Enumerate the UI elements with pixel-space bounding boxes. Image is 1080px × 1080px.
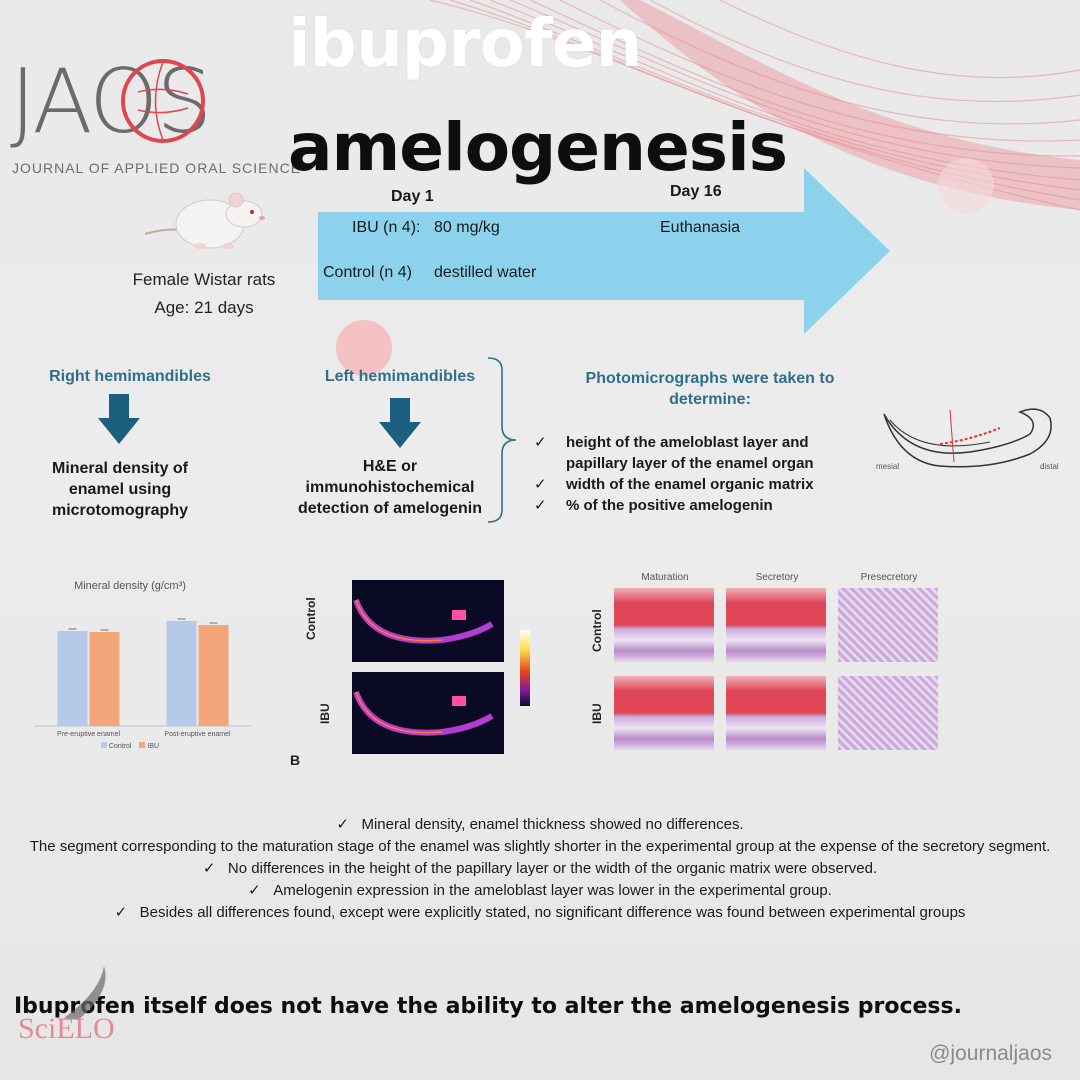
day-1-label: Day 1 — [391, 188, 434, 205]
bar-ibu-0 — [89, 632, 120, 726]
left-hemimandibles-heading: Left hemimandibles — [324, 368, 476, 385]
bar-control-0 — [57, 631, 88, 726]
legend-swatch-control — [100, 742, 107, 748]
logo-subtitle: JOURNAL OF APPLIED ORAL SCIENCE — [12, 160, 302, 176]
conclusion-text: Ibuprofen itself does not have the abili… — [14, 994, 962, 1019]
right-method-text: Mineral density of enamel using microtom… — [51, 460, 189, 519]
rat-icon — [144, 192, 265, 249]
histology-tile — [838, 588, 938, 662]
protocol-arrow — [318, 212, 806, 300]
summary-item: The segment corresponding to the maturat… — [29, 838, 1051, 855]
histology-tile — [726, 588, 826, 662]
hemimandible-diagram — [883, 408, 1052, 468]
histology-col-secretory: Secretory — [755, 572, 799, 583]
measurement-list: ✓height of the ameloblast layer and papi… — [534, 432, 874, 516]
chart-plot: Pre-eruptive enamel Post-eruptive enamel — [34, 618, 252, 738]
microtomography-control-image — [352, 580, 504, 662]
histology-row-label-control: Control — [590, 609, 604, 652]
chart-title: Mineral density (g/cm³) — [74, 580, 186, 592]
protocol-arrow-head — [804, 168, 890, 334]
micro-row-label-ibu: IBU — [318, 703, 332, 724]
left-method-text: H&E or immunohistochemical detection of … — [297, 458, 482, 517]
scielo-logo: SciELO — [18, 1012, 115, 1045]
histology-col-presecretory: Presecretory — [860, 572, 918, 583]
decorative-circle — [938, 158, 994, 214]
histology-tile — [726, 676, 826, 750]
curly-brace — [487, 357, 517, 523]
down-arrow-icon — [379, 398, 421, 448]
scielo-swoosh — [64, 966, 106, 1020]
down-arrow-icon — [98, 394, 140, 444]
photomicrograph-heading: Photomicrographs were taken to determine… — [585, 370, 835, 408]
histology-row-label-ibu: IBU — [590, 703, 604, 724]
ibu-dose: 80 mg/kg — [434, 219, 500, 236]
legend-swatch-ibu — [139, 742, 146, 748]
chart-legend: Control IBU — [4, 742, 256, 750]
title-line-1: ibuprofen — [288, 5, 642, 82]
subject-species: Female Wistar rats — [132, 270, 276, 289]
globe-icon — [121, 59, 205, 143]
micro-row-label-control: Control — [304, 597, 318, 640]
mineral-density-chart: Mineral density (g/cm³) Pre-eruptive ena… — [4, 570, 256, 760]
day-16-label: Day 16 — [670, 183, 722, 200]
list-item: ✓height of the ameloblast layer and — [534, 434, 809, 451]
list-item: ✓width of the enamel organic matrix — [534, 476, 814, 493]
histology-col-maturation: Maturation — [641, 572, 689, 583]
control-group-label: Control (n 4) — [323, 264, 412, 281]
summary-item: ✓ Besides all differences found, except … — [114, 904, 966, 921]
legend-label-ibu: IBU — [147, 743, 160, 750]
social-handle[interactable]: @journaljaos — [929, 1042, 1052, 1065]
bar-ibu-1 — [198, 625, 229, 726]
ibu-group-label: IBU (n 4): — [352, 219, 421, 236]
jaos-logo: JAOS — [10, 50, 212, 153]
endpoint-label: Euthanasia — [660, 219, 741, 236]
histology-image-grid — [614, 588, 944, 750]
summary-item: ✓ Amelogenin expression in the ameloblas… — [248, 882, 832, 899]
decorative-circle — [336, 320, 392, 376]
panel-label: B — [290, 752, 301, 768]
distal-label: distal — [1040, 462, 1059, 471]
x-tick-label: Pre-eruptive enamel — [57, 731, 120, 738]
results-summary: ✓ Mineral density, enamel thickness show… — [10, 814, 1070, 924]
control-treatment: destilled water — [434, 264, 537, 281]
bar-control-1 — [166, 621, 197, 726]
list-item: ✓% of the positive amelogenin — [534, 497, 773, 514]
mesial-label: mesial — [876, 462, 900, 471]
legend-label-control: Control — [108, 743, 132, 750]
title-line-2: amelogenesis — [288, 109, 788, 186]
right-hemimandibles-heading: Right hemimandibles — [49, 368, 211, 385]
intensity-colorbar — [520, 630, 530, 706]
summary-item: ✓ No differences in the height of the pa… — [202, 860, 878, 877]
microtomography-ibu-image — [352, 672, 504, 754]
decorative-ribbon — [429, 0, 1080, 211]
x-tick-label: Post-eruptive enamel — [164, 731, 231, 738]
histology-tile — [838, 676, 938, 750]
summary-item: ✓ Mineral density, enamel thickness show… — [336, 816, 744, 833]
subject-age: Age: 21 days — [154, 298, 254, 317]
histology-tile — [614, 676, 714, 750]
histology-tile — [614, 588, 714, 662]
list-item: papillary layer of the enamel organ — [566, 455, 814, 472]
